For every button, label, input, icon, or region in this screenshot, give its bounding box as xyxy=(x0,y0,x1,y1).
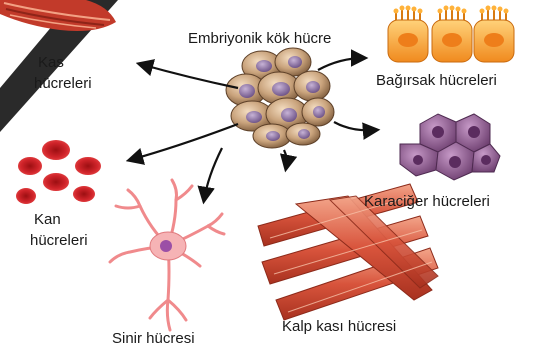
arrow-to-intestine xyxy=(318,58,364,70)
arrow-to-heart xyxy=(284,150,287,168)
liver-cells-image xyxy=(400,114,500,180)
liver-cells-label: Karaciğer hücreleri xyxy=(364,193,490,211)
intestine-cells-label: Bağırsak hücreleri xyxy=(376,72,497,90)
arrow-to-blood xyxy=(130,124,238,160)
nerve-cell-label: Sinir hücresi xyxy=(112,330,195,348)
blood-cells-label-line2: hücreleri xyxy=(30,232,88,250)
muscle-cells-label-line1: Kas xyxy=(38,54,64,72)
blood-cells-image xyxy=(16,140,101,204)
nerve-cell-body xyxy=(150,232,186,260)
arrow-to-nerve xyxy=(204,148,222,200)
stem-cell-cluster xyxy=(226,48,334,148)
intestinal-cells-image xyxy=(388,6,514,63)
muscle-cells-label-line2: hücreleri xyxy=(34,75,92,93)
heart-cell-label: Kalp kası hücresi xyxy=(282,318,396,336)
arrow-to-muscle xyxy=(140,64,238,88)
stem-cell-label: Embriyonik kök hücre xyxy=(188,30,331,48)
arrow-to-liver xyxy=(334,122,376,130)
blood-cells-label-line1: Kan xyxy=(34,211,61,229)
